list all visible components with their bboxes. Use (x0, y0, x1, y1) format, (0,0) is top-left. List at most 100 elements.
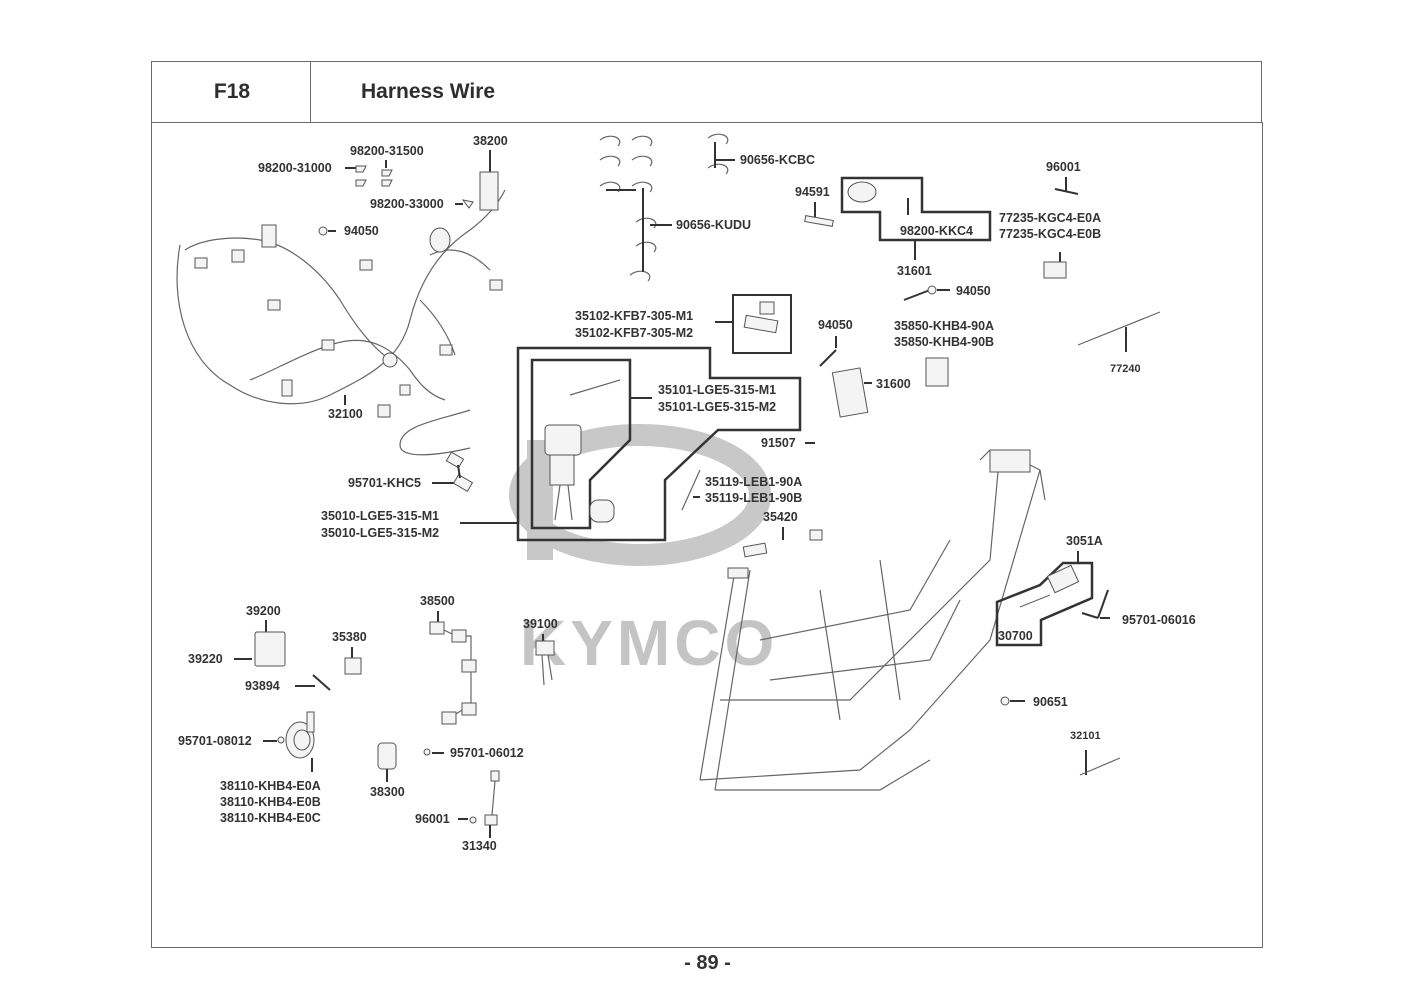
part-38110[interactable]: 38110-KHB4-E0A 38110-KHB4-E0B 38110-KHB4… (220, 711, 321, 825)
part-96001-b[interactable]: 96001 (415, 812, 477, 826)
part-98200-33000[interactable]: 98200-33000 (370, 197, 474, 211)
part-90656-kcbc[interactable]: 90656-KCBC (707, 133, 815, 175)
page-number: - 89 - (684, 952, 731, 974)
part-98200-31500[interactable]: 98200-31500 (350, 144, 424, 187)
part-3051a-group[interactable]: 3051A 30700 (995, 534, 1103, 647)
frame-illustration (699, 449, 1046, 791)
label-96001: 96001 (1046, 160, 1081, 174)
label-3051a: 3051A (1066, 534, 1103, 548)
part-95701-08012[interactable]: 95701-08012 (178, 734, 285, 748)
label-39100: 39100 (523, 617, 558, 631)
part-39220[interactable]: 39220 (188, 652, 252, 666)
label-39200: 39200 (246, 604, 281, 618)
part-38300[interactable]: 38300 (370, 742, 405, 799)
part-94050-b[interactable]: 94050 (903, 284, 991, 301)
label-32100: 32100 (328, 407, 363, 421)
part-35420[interactable]: 35420 (742, 510, 823, 558)
label-98200-33000: 98200-33000 (370, 197, 444, 211)
part-94050-c[interactable]: 94050 (818, 318, 853, 367)
part-93894[interactable]: 93894 (245, 674, 331, 693)
part-95701-khc5[interactable]: 95701-KHC5 (348, 451, 474, 493)
label-39220: 39220 (188, 652, 223, 666)
title-cell: Harness Wire (310, 61, 1262, 123)
part-39200[interactable]: 39200 (246, 604, 286, 667)
part-38200[interactable]: 38200 (473, 134, 508, 211)
label-94591: 94591 (795, 185, 830, 199)
label-35119-90b: 35119-LEB1-90B (705, 491, 802, 505)
part-35119[interactable]: 35119-LEB1-90A 35119-LEB1-90B (681, 469, 802, 511)
label-38500: 38500 (420, 594, 455, 608)
label-31340: 31340 (462, 839, 497, 853)
label-31600: 31600 (876, 377, 911, 391)
part-77240[interactable]: 77240 (1077, 311, 1161, 375)
part-90651[interactable]: 90651 (1000, 695, 1068, 709)
label-77235-e0a: 77235-KGC4-E0A (999, 211, 1101, 225)
part-35850[interactable]: 35850-KHB4-90A 35850-KHB4-90B (894, 319, 994, 387)
part-35102[interactable]: 35102-KFB7-305-M1 35102-KFB7-305-M2 (575, 294, 792, 354)
watermark-ring (509, 424, 771, 566)
label-98200-kkc4: 98200-KKC4 (900, 224, 973, 238)
section-code: F18 (213, 80, 251, 103)
label-38110-e0b: 38110-KHB4-E0B (220, 795, 321, 809)
part-95701-06016[interactable]: 95701-06016 (1081, 589, 1196, 627)
label-98200-31000: 98200-31000 (258, 161, 332, 175)
part-35010-group[interactable]: 35010-LGE5-315-M1 35010-LGE5-315-M2 (321, 346, 802, 542)
label-35101-m2: 35101-LGE5-315-M2 (658, 400, 776, 414)
watermark-text: KYMCO (520, 607, 778, 679)
label-35850-90a: 35850-KHB4-90A (894, 319, 994, 333)
label-95701-06012: 95701-06012 (450, 746, 524, 760)
part-91507[interactable]: 91507 (761, 436, 815, 450)
label-35380: 35380 (332, 630, 367, 644)
label-95701-08012: 95701-08012 (178, 734, 252, 748)
part-94050[interactable]: 94050 (318, 224, 379, 238)
label-95701-06016: 95701-06016 (1122, 613, 1196, 627)
part-90656-kudu[interactable]: 90656-KUDU (599, 135, 751, 282)
label-38110-e0a: 38110-KHB4-E0A (220, 779, 321, 793)
part-35101[interactable]: 35101-LGE5-315-M1 35101-LGE5-315-M2 (630, 383, 776, 414)
label-90651: 90651 (1033, 695, 1068, 709)
part-95701-06012[interactable]: 95701-06012 (423, 746, 524, 760)
part-31340[interactable]: 31340 (462, 770, 500, 853)
part-35380[interactable]: 35380 (332, 630, 367, 675)
label-93894: 93894 (245, 679, 280, 693)
label-94050: 94050 (344, 224, 379, 238)
label-91507: 91507 (761, 436, 796, 450)
label-94050-c: 94050 (818, 318, 853, 332)
diagram-frame (151, 122, 1263, 948)
part-77235[interactable]: 77235-KGC4-E0A 77235-KGC4-E0B (999, 211, 1101, 279)
part-31601-group[interactable]: 98200-KKC4 31601 (840, 176, 992, 278)
cable-illustration (399, 409, 471, 456)
page-title: Harness Wire (361, 80, 496, 103)
label-77240: 77240 (1110, 363, 1141, 375)
part-32101[interactable]: 32101 (1070, 730, 1121, 776)
part-39100[interactable]: 39100 (523, 617, 558, 686)
label-38110-e0c: 38110-KHB4-E0C (220, 811, 321, 825)
label-90656-kcbc: 90656-KCBC (740, 153, 815, 167)
part-32100[interactable]: 32100 (328, 395, 363, 421)
label-30700: 30700 (998, 629, 1033, 643)
part-38500[interactable]: 38500 (420, 594, 477, 725)
label-35101-m1: 35101-LGE5-315-M1 (658, 383, 776, 397)
label-35850-90b: 35850-KHB4-90B (894, 335, 994, 349)
label-31601: 31601 (897, 264, 932, 278)
label-32101: 32101 (1070, 730, 1101, 742)
part-96001[interactable]: 96001 (1046, 160, 1081, 195)
label-77235-e0b: 77235-KGC4-E0B (999, 227, 1101, 241)
label-35102-m2: 35102-KFB7-305-M2 (575, 326, 693, 340)
part-98200-31000[interactable]: 98200-31000 (258, 161, 367, 187)
label-94050-b: 94050 (956, 284, 991, 298)
label-38200: 38200 (473, 134, 508, 148)
label-98200-31500: 98200-31500 (350, 144, 424, 158)
label-96001-b: 96001 (415, 812, 450, 826)
label-35119-90a: 35119-LEB1-90A (705, 475, 802, 489)
label-35010-m1: 35010-LGE5-315-M1 (321, 509, 439, 523)
part-31600[interactable]: 31600 (831, 367, 911, 418)
label-35010-m2: 35010-LGE5-315-M2 (321, 526, 439, 540)
label-38300: 38300 (370, 785, 405, 799)
label-35420: 35420 (763, 510, 798, 524)
section-code-cell: F18 (151, 61, 311, 123)
part-94591[interactable]: 94591 (795, 185, 834, 227)
label-95701-khc5: 95701-KHC5 (348, 476, 421, 490)
label-90656-kudu: 90656-KUDU (676, 218, 751, 232)
